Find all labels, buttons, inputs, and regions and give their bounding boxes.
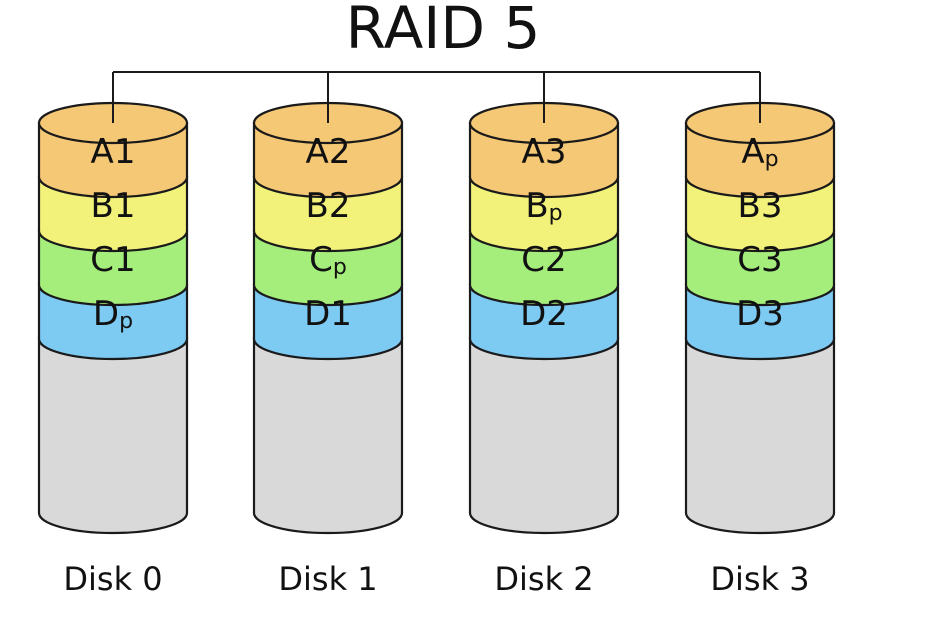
block-label: A2: [306, 132, 351, 172]
block-label: Bp: [525, 186, 562, 226]
disk-label: Disk 1: [278, 560, 377, 598]
disk-1-free-space: [252, 336, 404, 535]
disk-1-block-c: [252, 229, 404, 307]
block-label: A3: [522, 132, 567, 172]
disk-0-block-c: [37, 229, 189, 307]
block-label: Dp: [93, 294, 133, 334]
block-label: A1: [91, 132, 136, 172]
block-label: B3: [738, 186, 783, 226]
disk-0-block-a: [37, 121, 189, 199]
disk-3-free-space: [684, 336, 836, 535]
disk-label: Disk 0: [63, 560, 162, 598]
block-label: D2: [520, 294, 568, 334]
disk-0-block-d: [37, 283, 189, 361]
diagram-title: RAID 5: [346, 0, 541, 62]
block-label: Cp: [309, 240, 347, 280]
block-label: C3: [737, 240, 782, 280]
block-label: B1: [91, 186, 136, 226]
disk-label: Disk 2: [494, 560, 593, 598]
disk-3-block-c: [684, 229, 836, 307]
disk-label: Disk 3: [710, 560, 809, 598]
block-label: Ap: [741, 132, 778, 172]
block-label: C1: [90, 240, 135, 280]
disk-2-block-b: [468, 175, 620, 253]
disk-3-block-d: [684, 283, 836, 361]
disk-1-block-a: [252, 121, 404, 199]
disk-2-free-space: [468, 336, 620, 535]
disk-1-block-d: [252, 283, 404, 361]
block-label: C2: [521, 240, 566, 280]
disk-3-block-b: [684, 175, 836, 253]
block-label: D3: [736, 294, 784, 334]
block-label: D1: [304, 294, 352, 334]
disk-0-free-space: [37, 336, 189, 535]
disk-1-block-b: [252, 175, 404, 253]
disk-0-block-b: [37, 175, 189, 253]
disk-2-block-d: [468, 283, 620, 361]
disk-2-block-c: [468, 229, 620, 307]
block-label: B2: [306, 186, 351, 226]
disk-3-block-a: [684, 121, 836, 199]
disk-2-block-a: [468, 121, 620, 199]
controller-connector: [112, 71, 761, 123]
